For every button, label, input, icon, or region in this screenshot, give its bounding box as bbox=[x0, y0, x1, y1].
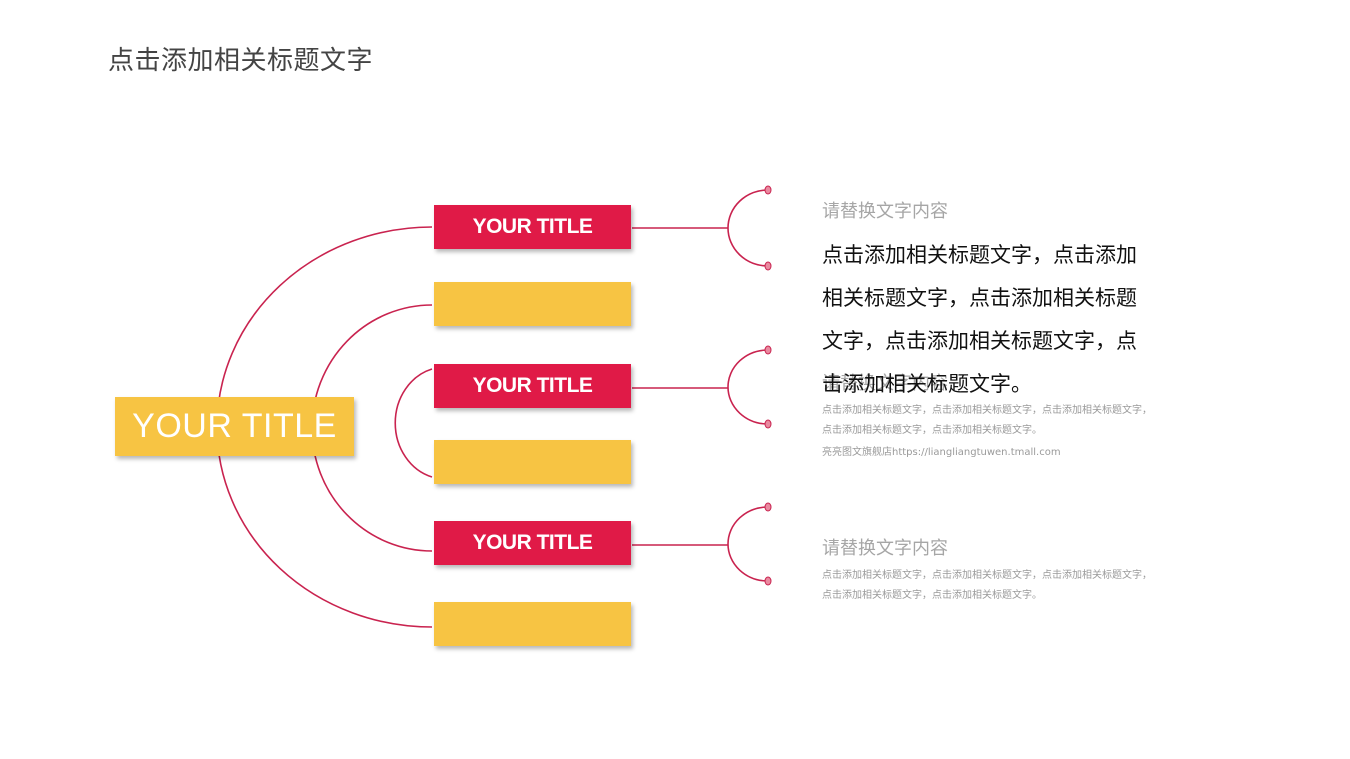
callout-bracket-1 bbox=[727, 189, 769, 267]
branch-box-2[interactable] bbox=[434, 282, 631, 326]
bracket-dot bbox=[764, 261, 772, 271]
branch-box-4[interactable] bbox=[434, 440, 631, 484]
overlay-body-text[interactable]: 点击添加相关标题文字，点击添加相关标题文字，点击添加相关标题文字，点击添加相关标… bbox=[822, 243, 1137, 396]
text-block-heading[interactable]: 请替换文字内容 bbox=[822, 201, 948, 222]
text-block-1: 请替换文字内容 bbox=[822, 201, 1152, 223]
branch-box-3[interactable]: YOUR TITLE bbox=[434, 364, 631, 408]
branch-box-6[interactable] bbox=[434, 602, 631, 646]
inner-arc bbox=[394, 368, 433, 478]
bracket-dot bbox=[764, 419, 772, 429]
callout-bracket-2 bbox=[727, 349, 769, 425]
text-block-heading[interactable]: 请替换文字内容 bbox=[822, 538, 948, 559]
slide-title[interactable]: 点击添加相关标题文字 bbox=[108, 46, 374, 76]
text-block-body[interactable]: 点击添加相关标题文字，点击添加相关标题文字，点击添加相关标题文字，点击添加相关标… bbox=[822, 570, 1152, 601]
main-title-box[interactable]: YOUR TITLE bbox=[115, 397, 354, 456]
branch-box-5[interactable]: YOUR TITLE bbox=[434, 521, 631, 565]
text-block-2: 请替换文字内容 点击添加相关标题文字，点击添加相关标题文字，点击添加相关标题文字… bbox=[822, 373, 1152, 463]
bracket-dot bbox=[764, 185, 772, 195]
text-block-3: 请替换文字内容 点击添加相关标题文字，点击添加相关标题文字，点击添加相关标题文字… bbox=[822, 538, 1152, 606]
text-block-body[interactable]: 点击添加相关标题文字，点击添加相关标题文字，点击添加相关标题文字，点击添加相关标… bbox=[822, 405, 1152, 436]
bracket-dot bbox=[764, 576, 772, 586]
text-block-heading[interactable]: 请替换文字内容 bbox=[822, 373, 948, 394]
bracket-dot bbox=[764, 502, 772, 512]
store-link-text[interactable]: 亮亮图文旗舰店https://liangliangtuwen.tmall.com bbox=[822, 447, 1061, 458]
callout-bracket-3 bbox=[727, 506, 769, 582]
bracket-dot bbox=[764, 345, 772, 355]
branch-box-1[interactable]: YOUR TITLE bbox=[434, 205, 631, 249]
